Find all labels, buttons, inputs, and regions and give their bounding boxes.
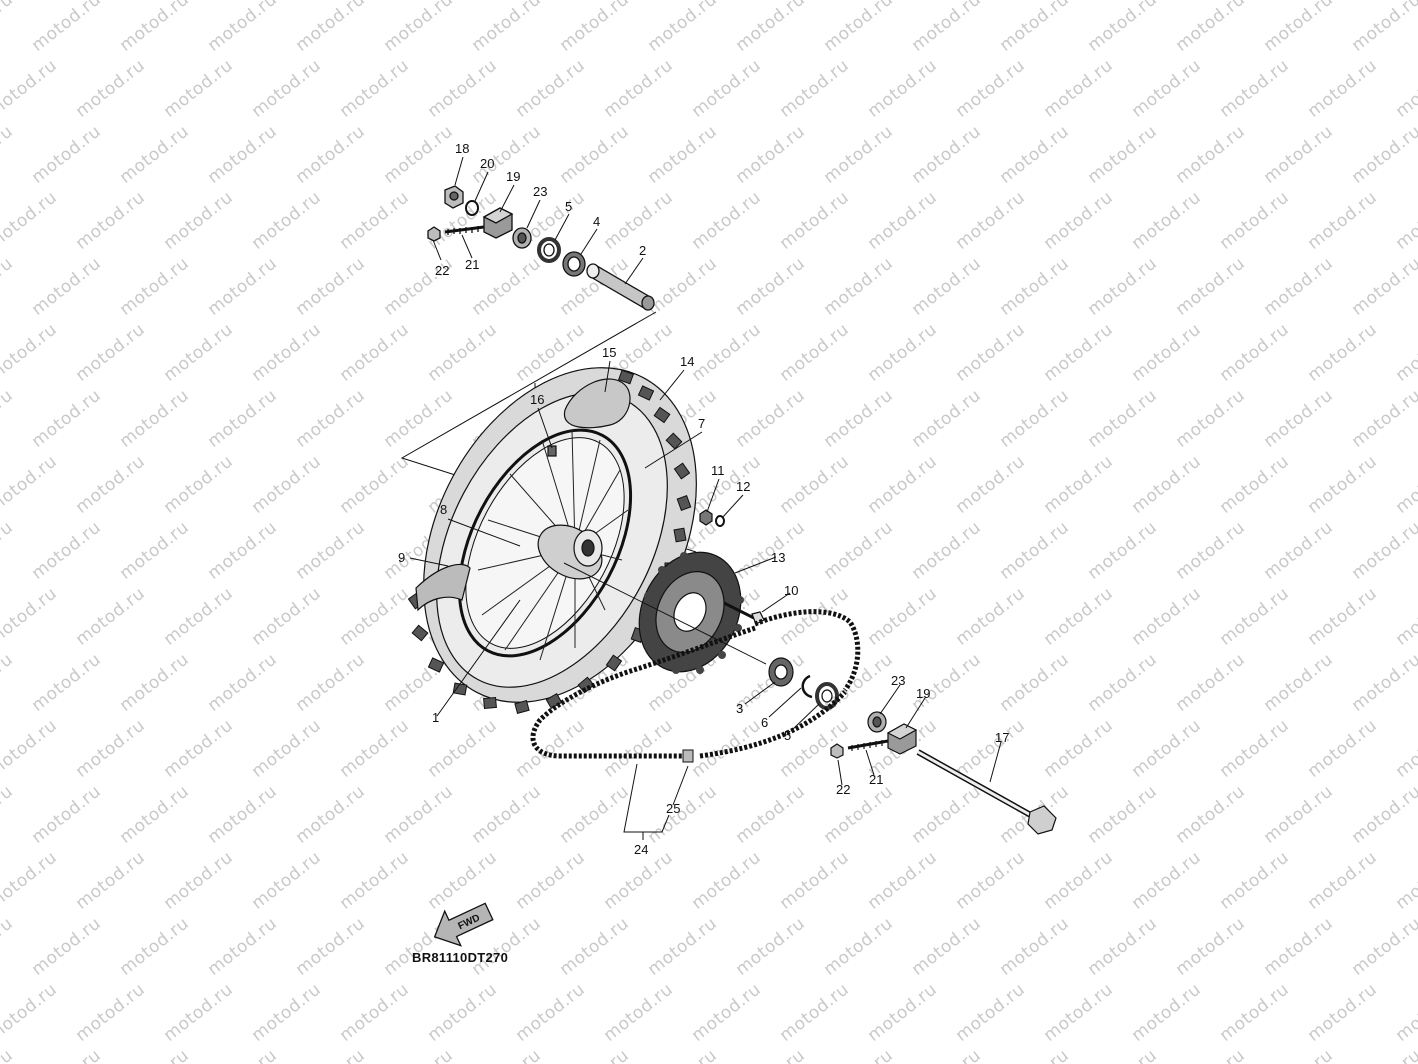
axle-part-17 <box>916 749 1057 835</box>
callout-8: 8 <box>440 502 447 517</box>
callout-2: 2 <box>639 243 646 258</box>
rear-wheel-assembly <box>407 367 697 714</box>
collar-part-23 <box>512 227 532 249</box>
adjust-bolt-part-21 <box>444 225 485 235</box>
bearing-part-3 <box>768 657 794 687</box>
circlip-part-6 <box>801 674 813 699</box>
rim-part-7 <box>457 428 633 658</box>
sprocket-part-13 <box>638 551 744 674</box>
callout-6: 6 <box>761 715 768 730</box>
collar-part-23-lower <box>867 711 887 733</box>
nut-part-18 <box>444 185 464 209</box>
bearing-part-4 <box>562 251 586 277</box>
rim-band-part-9 <box>415 563 471 612</box>
spacer-part-2 <box>586 263 655 311</box>
washer-part-20 <box>465 200 479 216</box>
callout-1: 1 <box>432 710 439 725</box>
chain-adjuster-part-19-lower <box>886 723 918 755</box>
chain-adjuster-part-19 <box>482 207 514 239</box>
callout-19-bottom: 19 <box>916 686 930 701</box>
callout-25: 25 <box>666 801 680 816</box>
callout-20-top: 20 <box>480 156 494 171</box>
callout-22-top: 22 <box>435 263 449 278</box>
callout-21-bottom: 21 <box>869 772 883 787</box>
callout-7: 7 <box>698 416 705 431</box>
drive-chain-part-24 <box>530 609 861 763</box>
callout-19-top: 19 <box>506 169 520 184</box>
leader-lines <box>409 156 1002 840</box>
nut-part-11 <box>699 509 713 526</box>
callout-5-top: 5 <box>565 199 572 214</box>
master-link-part-25 <box>682 749 694 763</box>
callout-21-top: 21 <box>465 257 479 272</box>
callout-16: 16 <box>530 392 544 407</box>
callout-5-bottom: 5 <box>784 728 791 743</box>
callout-17: 17 <box>995 730 1009 745</box>
callout-23-top: 23 <box>533 184 547 199</box>
callout-9: 9 <box>398 550 405 565</box>
callout-24: 24 <box>634 842 648 857</box>
callout-3: 3 <box>736 701 743 716</box>
callout-13: 13 <box>771 550 785 565</box>
tube-part-15 <box>563 378 631 429</box>
callout-11: 11 <box>711 463 725 478</box>
hub-part-8 <box>537 524 603 580</box>
callout-22-bottom: 22 <box>836 782 850 797</box>
callout-4-top: 4 <box>593 214 600 229</box>
callout-10: 10 <box>784 583 798 598</box>
oil-seal-part-5 <box>537 237 561 263</box>
locknut-part-22 <box>427 226 441 242</box>
diagram-reference-code: BR81110DT270 <box>412 950 508 965</box>
callout-15: 15 <box>602 345 616 360</box>
forward-arrow-icon: FWD <box>433 902 494 947</box>
lower-hardware-group <box>563 562 1057 835</box>
locknut-part-22-lower <box>830 743 844 759</box>
washer-part-12 <box>715 515 725 527</box>
callout-23-bottom: 23 <box>891 673 905 688</box>
callout-12: 12 <box>736 479 750 494</box>
callout-labels: 18 20 19 23 5 4 2 22 21 15 14 16 7 11 12… <box>398 141 1009 857</box>
callout-14: 14 <box>680 354 694 369</box>
adjust-bolt-part-21-lower <box>847 739 889 751</box>
rim-lock-part-16 <box>547 445 557 457</box>
callout-18-top: 18 <box>455 141 469 156</box>
